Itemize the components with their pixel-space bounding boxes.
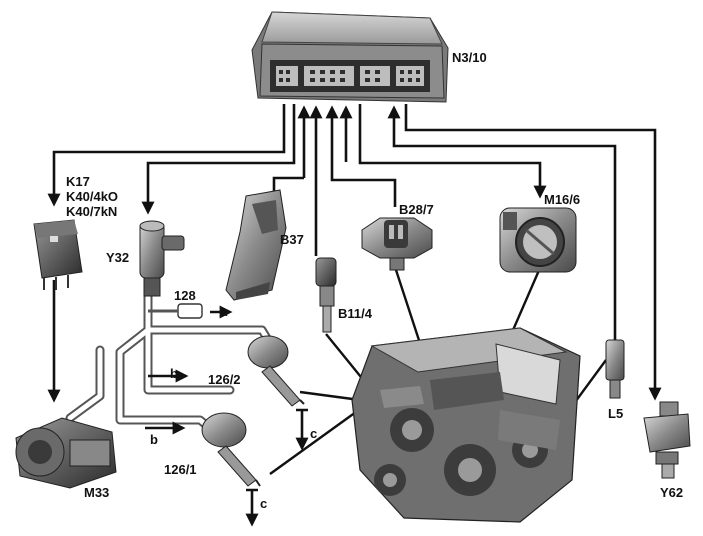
check-valve	[148, 303, 203, 319]
label-b28-7: B28/7	[399, 202, 434, 217]
label-n3-10: N3/10	[452, 50, 487, 65]
wire-from-l5	[387, 105, 617, 340]
wire-from-b28-7	[325, 105, 397, 207]
throttle-body	[499, 207, 577, 273]
label-128: 128	[174, 288, 196, 303]
label-k40-4ko: K40/4kO	[66, 189, 118, 204]
wire-from-b37	[272, 108, 304, 196]
label-a: a	[220, 304, 228, 319]
cam-sensor	[605, 339, 625, 399]
relay-module	[33, 219, 83, 290]
label-relays: K17 K40/4kO K40/7kN	[66, 174, 118, 219]
injector	[643, 401, 691, 479]
label-m16-6: M16/6	[544, 192, 580, 207]
label-126-2: 126/2	[208, 372, 241, 387]
label-126-1: 126/1	[164, 462, 197, 477]
label-l5: L5	[608, 406, 623, 421]
vacuum-valve	[139, 220, 185, 297]
wire-to-y32	[141, 104, 296, 215]
ecu-unit	[251, 11, 449, 103]
vacuum-actuator-lower	[201, 412, 261, 487]
pressure-sensor	[361, 217, 433, 271]
label-b11-4: B11/4	[338, 306, 373, 321]
signal-wires	[47, 104, 662, 403]
label-y32: Y32	[106, 250, 129, 265]
label-m33: M33	[84, 485, 109, 500]
label-k17: K17	[66, 174, 90, 189]
flow-arrows	[145, 305, 309, 527]
wire-to-y62	[404, 104, 662, 401]
label-b-lower: b	[150, 432, 158, 447]
label-b37: B37	[280, 232, 304, 247]
vacuum-hoses	[65, 291, 273, 433]
label-c-upper: c	[310, 426, 317, 441]
pedal-sensor	[225, 189, 287, 301]
temp-sensor	[315, 257, 337, 333]
label-b-upper: b	[170, 366, 178, 381]
wire-to-relays	[47, 104, 286, 207]
vacuum-actuator-upper	[247, 335, 305, 407]
wire-to-m16-6	[358, 104, 547, 199]
label-y62: Y62	[660, 485, 683, 500]
label-k40-7kn: K40/7kN	[66, 204, 117, 219]
engine-block	[351, 327, 581, 523]
air-pump	[15, 417, 117, 489]
label-c-lower: c	[260, 496, 267, 511]
